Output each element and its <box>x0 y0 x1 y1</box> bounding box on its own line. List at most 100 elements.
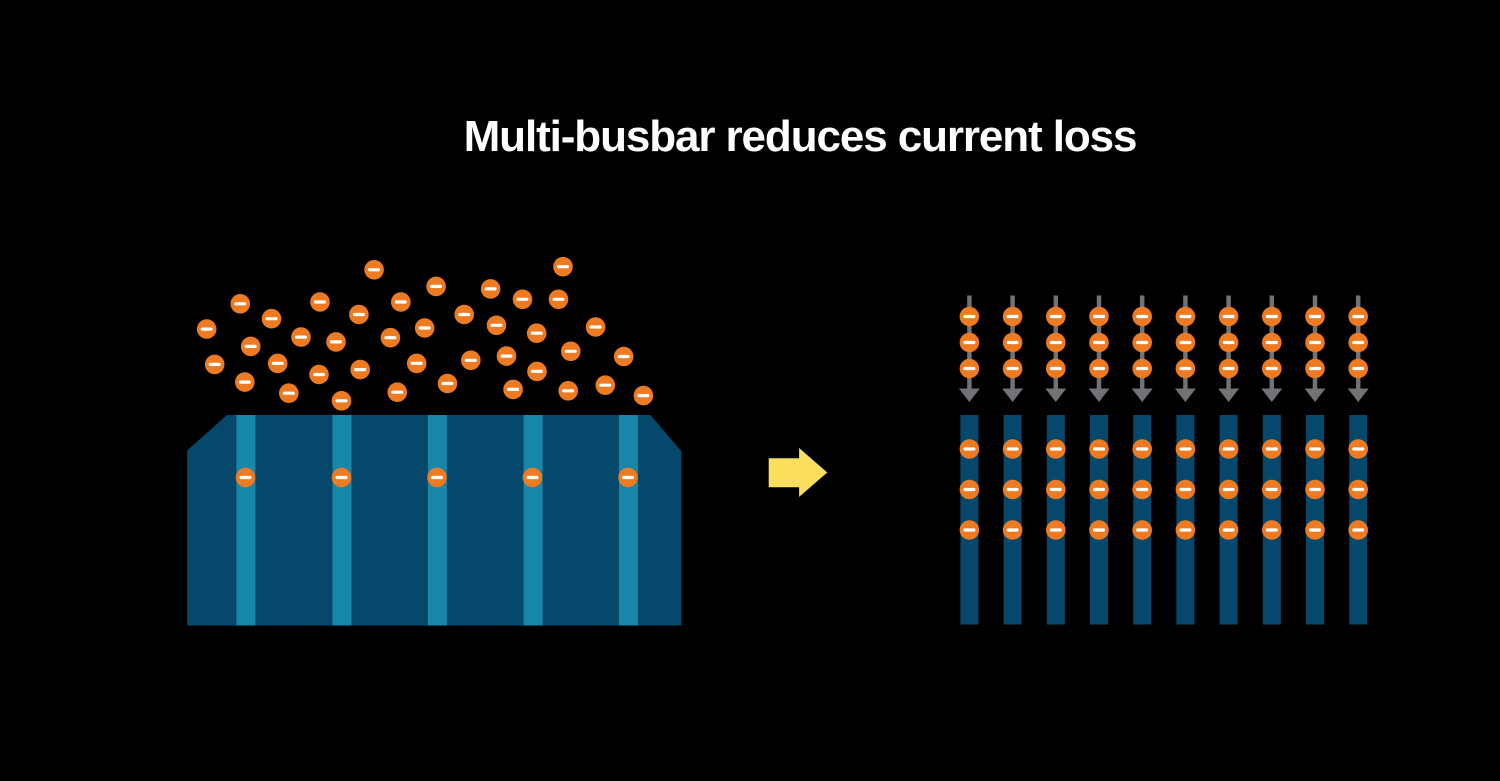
minus-sign <box>1309 314 1321 319</box>
minus-sign <box>1179 447 1192 451</box>
right-cell-busbar <box>1262 415 1281 625</box>
minus-sign <box>282 391 295 395</box>
minus-sign <box>314 300 326 304</box>
minus-sign <box>271 361 284 365</box>
minus-sign <box>238 380 251 384</box>
minus-sign <box>352 312 365 317</box>
minus-sign <box>1352 340 1365 345</box>
minus-sign <box>1093 528 1105 532</box>
minus-sign <box>557 265 569 269</box>
minus-sign <box>418 326 431 330</box>
minus-sign <box>1136 366 1149 371</box>
minus-sign <box>1222 340 1235 345</box>
minus-sign <box>1309 487 1321 492</box>
minus-sign <box>1093 340 1105 345</box>
minus-sign <box>963 528 976 532</box>
minus-sign <box>490 323 503 327</box>
minus-sign <box>208 362 221 366</box>
minus-sign <box>1179 487 1192 492</box>
minus-sign <box>441 381 454 386</box>
minus-sign <box>265 317 278 321</box>
minus-sign <box>1265 487 1278 492</box>
minus-sign <box>1006 487 1019 492</box>
minus-sign <box>552 297 565 301</box>
minus-sign <box>599 383 612 387</box>
minus-sign <box>431 475 443 480</box>
minus-sign <box>1265 340 1278 345</box>
minus-sign <box>1006 340 1019 345</box>
left-cell-busbar <box>427 415 447 626</box>
minus-sign <box>1309 366 1321 371</box>
flow-arrow-head-icon <box>1218 388 1240 402</box>
minus-sign <box>410 361 423 365</box>
transition-arrow-icon <box>768 448 828 497</box>
minus-sign <box>335 475 348 480</box>
minus-sign <box>617 354 630 359</box>
minus-sign <box>1006 314 1019 319</box>
minus-sign <box>1093 366 1105 371</box>
minus-sign <box>1049 447 1062 451</box>
minus-sign <box>1352 314 1365 319</box>
minus-sign <box>1179 314 1192 319</box>
minus-sign <box>244 344 257 348</box>
minus-sign <box>1179 340 1192 345</box>
minus-sign <box>234 302 247 306</box>
right-cell-busbar <box>1349 415 1368 625</box>
minus-sign <box>1049 340 1062 345</box>
minus-sign <box>507 387 520 391</box>
minus-sign <box>368 268 381 272</box>
minus-sign <box>1006 366 1019 371</box>
minus-sign <box>484 287 497 291</box>
minus-sign <box>1309 340 1321 345</box>
minus-sign <box>963 366 976 371</box>
minus-sign <box>1006 528 1019 532</box>
minus-sign <box>1352 366 1365 371</box>
minus-sign <box>500 354 513 358</box>
minus-sign <box>1136 487 1149 492</box>
minus-sign <box>330 340 342 344</box>
minus-sign <box>1049 528 1062 532</box>
right-cell-busbar <box>1219 415 1238 625</box>
minus-sign <box>1179 528 1192 532</box>
minus-sign <box>1352 487 1365 492</box>
minus-sign <box>1265 528 1278 532</box>
minus-sign <box>963 447 976 451</box>
right-cell-busbar <box>1046 415 1065 625</box>
minus-sign <box>622 475 634 480</box>
minus-sign <box>1222 528 1235 532</box>
minus-sign <box>1179 366 1192 371</box>
minus-sign <box>394 300 407 304</box>
minus-sign <box>1309 528 1321 532</box>
minus-sign <box>1309 447 1321 451</box>
minus-sign <box>637 394 650 398</box>
minus-sign <box>1222 487 1235 492</box>
flow-arrow-head-icon <box>1304 388 1326 402</box>
left-cell-busbar <box>523 415 543 626</box>
minus-sign <box>1049 487 1062 492</box>
minus-sign <box>963 340 976 345</box>
minus-sign <box>1265 447 1278 451</box>
minus-sign <box>1093 487 1105 492</box>
left-cell-busbar <box>236 415 256 626</box>
right-cell-busbar <box>960 415 979 625</box>
minus-sign <box>1136 314 1149 319</box>
minus-sign <box>526 475 539 480</box>
minus-sign <box>354 368 367 372</box>
right-cell-busbar <box>1090 415 1108 625</box>
flow-arrow-head-icon <box>1088 388 1110 402</box>
minus-sign <box>1265 314 1278 319</box>
minus-sign <box>1093 447 1105 451</box>
flow-arrow-head-icon <box>1347 388 1369 402</box>
minus-sign <box>335 399 348 403</box>
minus-sign <box>531 369 543 373</box>
flow-arrow-head-icon <box>1174 388 1196 402</box>
minus-sign <box>1006 447 1019 451</box>
minus-sign <box>963 487 976 492</box>
minus-sign <box>1136 528 1149 532</box>
minus-sign <box>1136 447 1149 451</box>
minus-sign <box>464 358 477 362</box>
flow-arrow-head-icon <box>1261 388 1283 402</box>
right-cell-busbar <box>1176 415 1195 625</box>
